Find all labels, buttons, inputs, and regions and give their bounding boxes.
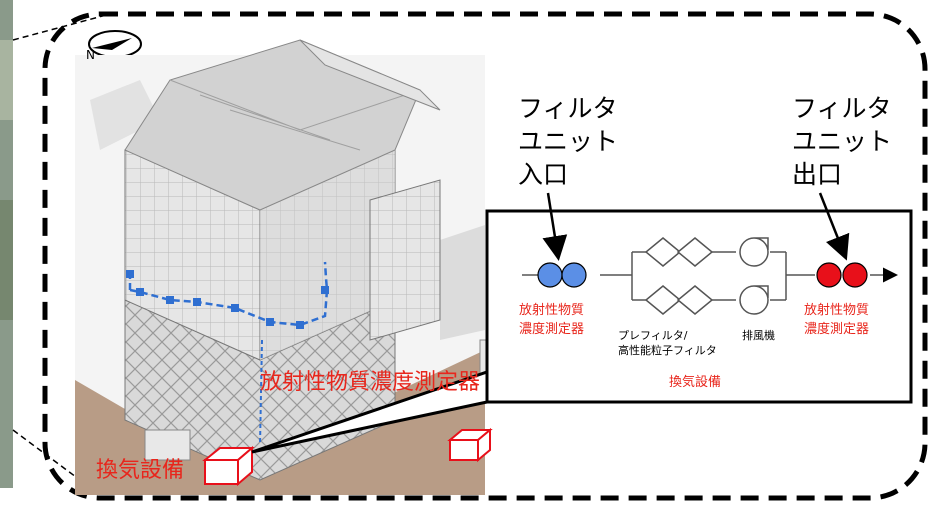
compass-icon (88, 30, 142, 58)
inlet-heading: フィルタ ユニット 入口 (518, 94, 619, 189)
prefilter-label: プレフィルタ/ 高性能粒子フィルタ (618, 329, 717, 357)
schematic-ventilation-label: 換気設備 (669, 375, 722, 390)
flow-lines (522, 251, 898, 301)
exhaust-fan-label: 排風機 (742, 329, 775, 342)
monitor-circle-icon (816, 262, 868, 288)
duct-route (126, 261, 329, 446)
equipment-box-icon (202, 427, 493, 487)
building-illustration (75, 39, 511, 495)
compass-north-label: N (86, 48, 95, 62)
filter-diamond-icon (644, 237, 714, 315)
monitor-circle-icon (537, 262, 587, 288)
building-ventilation-label: 換気設備 (96, 458, 185, 483)
outlet-arrow (818, 192, 850, 261)
outlet-heading: フィルタ ユニット 出口 (792, 94, 893, 189)
building-monitor-label: 放射性物質濃度測定器 (260, 370, 481, 395)
callout-frame (42, 11, 928, 501)
inlet-arrow (542, 192, 568, 261)
fan-icon (739, 237, 769, 315)
aerial-photo-strip (0, 0, 13, 488)
outlet-monitor-label: 放射性物質 濃度測定器 (804, 303, 870, 337)
inlet-monitor-label: 放射性物質 濃度測定器 (519, 303, 585, 337)
